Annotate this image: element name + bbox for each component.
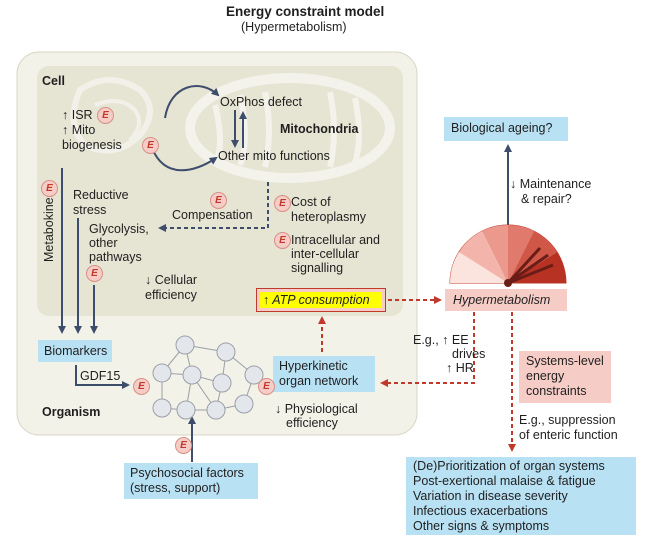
glycolysis-label-1: Glycolysis, <box>89 222 149 236</box>
suppression-label-2: of enteric function <box>519 428 618 442</box>
energy-badge-glycolysis: E <box>86 265 103 282</box>
biological-ageing-box: Biological ageing? <box>444 117 568 141</box>
gdf15-label: GDF15 <box>80 369 121 383</box>
cell-panel <box>37 66 403 316</box>
hypermetabolism-box: Hypermetabolism <box>445 289 567 311</box>
endoplasmic-reticulum-illustration <box>70 77 153 154</box>
atp-consumption-box: ↑ ATP consumption <box>256 288 386 312</box>
compensation-label: Compensation <box>172 208 253 222</box>
maintenance-label-2: & repair? <box>521 192 572 206</box>
organism-label: Organism <box>42 405 101 419</box>
reductive-stress-label-2: stress <box>73 203 107 217</box>
glycolysis-label-3: pathways <box>89 250 142 264</box>
systems-label-3: constraints <box>526 384 587 398</box>
metabokines-label: Metabokines <box>42 191 56 262</box>
hypermetabolism-label: Hypermetabolism <box>453 293 551 307</box>
energy-badge-isr: E <box>97 107 114 124</box>
signalling-label-1: Intracellular and <box>291 233 380 247</box>
outcome-item: Variation in disease severity <box>413 489 568 503</box>
ee-label-3: ↑ HR <box>446 361 474 375</box>
cellular-efficiency-label-1: ↓ Cellular <box>145 273 198 287</box>
atp-consumption-label: ↑ ATP consumption <box>263 293 370 307</box>
signalling-label-3: signalling <box>291 261 344 275</box>
outcomes-box: (De)Prioritization of organ systems Post… <box>406 457 636 535</box>
other-mito-functions-label: Other mito functions <box>218 149 330 163</box>
outcome-item: Other signs & symptoms <box>413 519 550 533</box>
energy-badge-biogenesis: E <box>142 137 159 154</box>
mitochondria-illustration <box>185 73 395 183</box>
hyperkinetic-organ-network-box: Hyperkinetic organ network <box>273 356 375 392</box>
energy-badge-psychosocial: E <box>175 437 192 454</box>
outcome-item: Infectious exacerbations <box>413 504 548 518</box>
outcome-item: (De)Prioritization of organ systems <box>413 459 605 473</box>
energy-badge-metabokines: E <box>41 180 58 197</box>
isr-label: ↑ ISR <box>62 108 93 122</box>
diagram-title: Energy constraint model <box>226 4 385 19</box>
mitochondria-label: Mitochondria <box>280 122 359 136</box>
biological-ageing-label: Biological ageing? <box>451 121 553 135</box>
systems-label-2: energy <box>526 369 565 383</box>
psychosocial-factors-box: Psychosocial factors (stress, support) <box>124 463 258 499</box>
outcome-item: Post-exertional malaise & fatigue <box>413 474 596 488</box>
hyperkinetic-label-1: Hyperkinetic <box>279 359 348 373</box>
maintenance-label-1: ↓ Maintenance <box>510 177 592 191</box>
systems-label-1: Systems-level <box>526 354 604 368</box>
cost-heteroplasmy-label-2: heteroplasmy <box>291 210 367 224</box>
mito-biogenesis-label-2: biogenesis <box>62 138 122 152</box>
biomarkers-box: Biomarkers <box>38 340 112 362</box>
cost-heteroplasmy-label-1: Cost of <box>291 195 331 209</box>
energy-badge-gdf15: E <box>133 378 150 395</box>
physiological-efficiency-label-2: efficiency <box>286 416 338 430</box>
glycolysis-label-2: other <box>89 236 118 250</box>
energy-badge-organ-network: E <box>258 378 275 395</box>
cell-label: Cell <box>42 74 65 88</box>
organ-nodes <box>152 335 264 420</box>
ee-label-2: drives <box>452 347 486 361</box>
energy-badge-heteroplasmy: E <box>274 195 291 212</box>
ee-label-1: E.g., ↑ EE <box>413 333 469 347</box>
signalling-label-2: inter-cellular <box>291 247 360 261</box>
energy-badge-signalling: E <box>274 232 291 249</box>
psychosocial-label-2: (stress, support) <box>130 481 221 495</box>
systems-level-constraints-box: Systems-level energy constraints <box>519 351 611 403</box>
psychosocial-label-1: Psychosocial factors <box>130 466 244 480</box>
hyperkinetic-label-2: organ network <box>279 374 359 388</box>
biomarkers-label: Biomarkers <box>44 344 108 358</box>
mito-biogenesis-label-1: ↑ Mito <box>62 123 96 137</box>
suppression-label-1: E.g., suppression <box>519 413 616 427</box>
cellular-efficiency-label-2: efficiency <box>145 288 197 302</box>
reductive-stress-label-1: Reductive <box>73 188 129 202</box>
oxphos-defect-label: OxPhos defect <box>220 95 302 109</box>
hypermetabolism-gauge <box>449 224 567 287</box>
diagram-subtitle: (Hypermetabolism) <box>241 20 347 34</box>
energy-badge-compensation: E <box>210 192 227 209</box>
physiological-efficiency-label-1: ↓ Physiological <box>275 402 358 416</box>
